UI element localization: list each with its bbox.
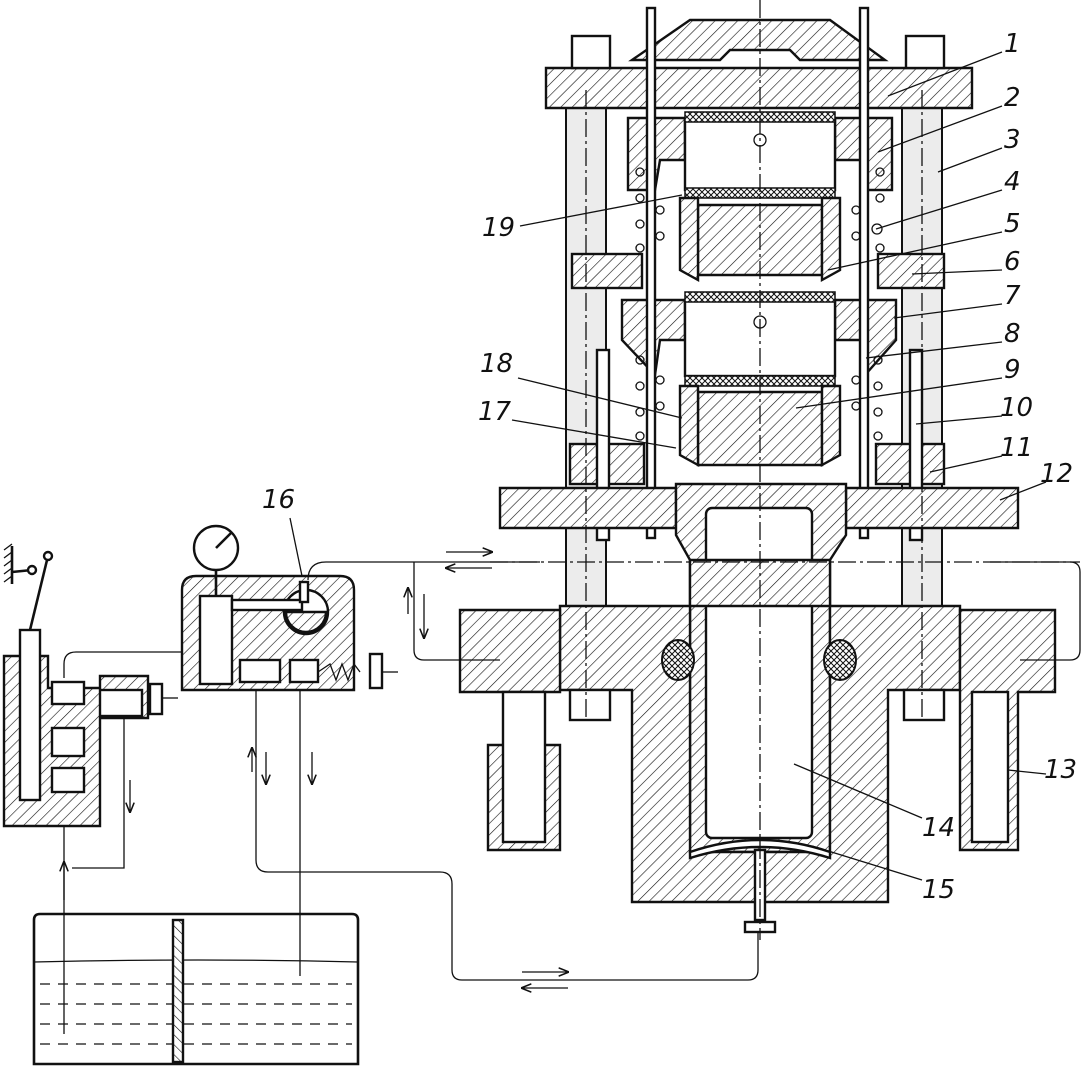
base-plate (498, 486, 678, 530)
top-bolt-left (570, 34, 612, 70)
check-valve (238, 658, 282, 684)
side-bore-left (501, 690, 547, 844)
upper-sleeve-right (820, 196, 842, 283)
callout-4: 4 (1004, 167, 1021, 197)
control-block (180, 524, 398, 692)
middle-plate-left (570, 252, 644, 290)
callout-9: 9 (1004, 355, 1021, 385)
pump-plunger (18, 628, 42, 802)
pump-knob (148, 682, 164, 716)
callout-17: 17 (478, 397, 512, 427)
top-cap (628, 18, 889, 62)
seal-right (823, 639, 857, 681)
pump-unit (2, 543, 178, 828)
callout-14: 14 (922, 813, 955, 843)
tie-rod-left (645, 6, 657, 540)
callout-11: 11 (1000, 433, 1033, 463)
callout-6: 6 (1004, 247, 1021, 277)
upper-sleeve-left (678, 196, 700, 283)
pump-valve-middle (50, 726, 86, 758)
callout-1: 1 (1004, 29, 1021, 59)
pump-spring-chamber (98, 688, 144, 718)
callout-2: 2 (1004, 83, 1021, 113)
membrane-15 (688, 838, 832, 860)
needle-valve (288, 658, 320, 684)
reservoir-tank (32, 912, 360, 1066)
oil-reservoir (32, 912, 360, 1066)
callout-12: 12 (1040, 459, 1073, 489)
callout-5: 5 (1004, 209, 1021, 239)
channel-top (298, 580, 310, 604)
bolt-left-lower (568, 688, 612, 722)
callout-19: 19 (482, 213, 515, 243)
callout-15: 15 (922, 875, 955, 905)
upper-mold-left (626, 116, 687, 192)
press-assembly (458, 0, 1080, 940)
callout-labels: 1 2 3 4 5 6 7 8 9 10 11 12 13 14 15 16 1… (262, 29, 1077, 905)
pump-valve-upper (50, 680, 86, 706)
seal-left (661, 639, 695, 681)
top-bolt-right (904, 34, 946, 70)
adjust-knob (368, 652, 384, 690)
callout-16: 16 (262, 485, 295, 515)
reservoir-baffle (171, 918, 185, 1064)
callout-18: 18 (480, 349, 513, 379)
pump-valve-lower (50, 766, 86, 794)
base-plate-right (844, 486, 1020, 530)
middle-plate-right (876, 252, 946, 290)
lower-sleeve-right (820, 384, 842, 468)
callout-3: 3 (1004, 125, 1021, 155)
channel-upper (230, 598, 304, 612)
side-bore-13 (970, 690, 1010, 844)
callout-8: 8 (1004, 319, 1021, 349)
callout-10: 10 (1000, 393, 1033, 423)
control-valve-chamber (198, 594, 234, 686)
leader-lines (289, 51, 1047, 881)
tie-rod-right (858, 6, 870, 540)
callout-7: 7 (1004, 281, 1021, 311)
lower-sleeve-left (678, 384, 700, 468)
piping (64, 552, 1081, 1034)
cylinder-bore-14 (704, 506, 814, 840)
bolt-right-lower (902, 688, 946, 722)
callout-13: 13 (1044, 755, 1077, 785)
